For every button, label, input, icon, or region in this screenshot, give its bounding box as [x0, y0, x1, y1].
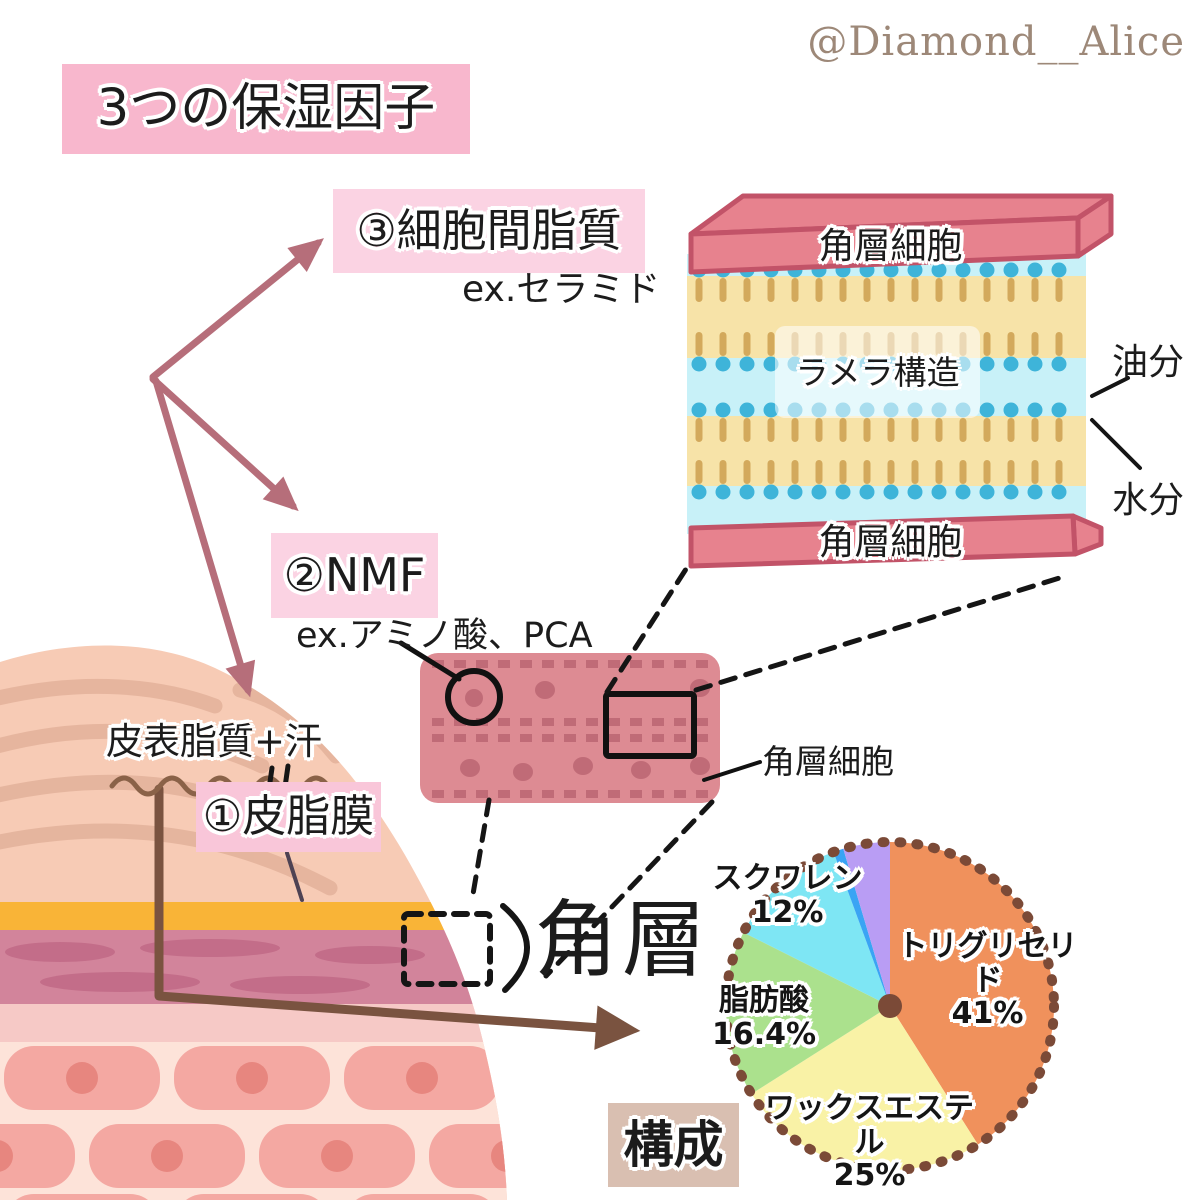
- pie-label-triglyceride-name: トリグリセリド: [897, 929, 1078, 998]
- lamellar-top-cell-label: 角層細胞: [818, 226, 963, 267]
- arrow-to-factor3: [149, 238, 324, 381]
- lamellar-bottom-cell-label: 角層細胞: [818, 522, 963, 563]
- arrow-to-factor2: [149, 375, 299, 512]
- lamellar-zoom-rect: [603, 691, 697, 759]
- corneocyte-label-line: [702, 760, 762, 782]
- lamellar-structure-label: ラメラ構造: [795, 353, 960, 392]
- pie-label-squalene: スクワレン 12%: [700, 862, 875, 929]
- stratum-dashed-rect: [401, 911, 493, 987]
- water-pointer-line: [1090, 418, 1142, 470]
- pie-border: [721, 837, 1059, 1175]
- factor2-example: ex.アミノ酸、PCA: [296, 616, 593, 656]
- factor3-example: ex.セラミド: [462, 269, 661, 310]
- water-label: 水分: [1112, 480, 1185, 521]
- arrow-to-factor1: [152, 377, 256, 698]
- oil-band-2: [687, 416, 1086, 486]
- pie-label-squalene-name: スクワレン: [712, 861, 863, 896]
- connector-rect-to-lamellar-right: [693, 573, 1069, 693]
- pie-label-squalene-value: 12%: [751, 894, 824, 930]
- pie-slice-5: [843, 842, 890, 1006]
- pie-label-fatty-acid-name: 脂肪酸: [719, 983, 809, 1018]
- pie-center-dot: [878, 994, 902, 1018]
- pie-label-triglyceride: トリグリセリド 41%: [885, 930, 1090, 1031]
- oil-label: 油分: [1112, 342, 1185, 383]
- flow-arrow-to-composition: [154, 784, 641, 1050]
- factor3-label: ③細胞間脂質: [333, 189, 645, 273]
- factor2-label: ②NMF: [271, 533, 438, 618]
- composition-pie-chart: [721, 837, 1059, 1175]
- oil-pointer-line: [1090, 376, 1130, 398]
- corneocyte-slab-top: [688, 193, 1114, 275]
- sebum-pointer-line: [285, 851, 304, 902]
- corneocyte-diagram: [398, 640, 762, 803]
- connector-rect-to-lamellar-left: [604, 563, 691, 695]
- granular-layer: [0, 1004, 505, 1042]
- pie-label-wax-ester: ワックスエステル 25%: [752, 1092, 987, 1193]
- stratum-corneum-marker: [401, 903, 530, 993]
- stratum-bracket: [500, 903, 530, 993]
- nmf-pointer-line: [398, 640, 462, 682]
- page-title: 3つの保湿因子: [62, 64, 470, 154]
- connector-skin-to-corneocyte-right: [543, 799, 715, 979]
- connector-skin-to-corneocyte-left: [469, 797, 492, 903]
- epidermis-cells: [0, 1046, 507, 1200]
- corneocyte-label: 角層細胞: [762, 742, 894, 781]
- skin-surface-lipid-label: 皮表脂質+汗: [106, 720, 323, 763]
- zoom-connectors: [469, 563, 1069, 979]
- stratum-corneum-label: 角層: [534, 891, 711, 989]
- lamellar-diagram: [687, 193, 1114, 569]
- corneum-blobs: [5, 939, 425, 994]
- pie-slice-4: [833, 848, 890, 1006]
- oil-water-pointers: [1090, 376, 1142, 470]
- factor1-label: ①皮脂膜: [196, 782, 381, 852]
- corneocyte-slab-bottom: [688, 513, 1104, 569]
- pie-slice-2: [726, 932, 890, 1094]
- pie-label-triglyceride-value: 41%: [951, 996, 1024, 1032]
- lamellar-label-plate: [775, 326, 980, 418]
- pie-slice-0: [890, 842, 1054, 1145]
- composition-heading: 構成: [608, 1103, 739, 1187]
- watermark: @Diamond__Alice: [807, 19, 1185, 65]
- factor-arrows: [149, 238, 324, 698]
- nmf-highlight-circle: [445, 668, 503, 726]
- pie-slice-1: [751, 1006, 978, 1170]
- pie-label-wax-ester-value: 25%: [833, 1158, 906, 1194]
- pie-label-wax-ester-name: ワックスエステル: [764, 1091, 975, 1160]
- pie-label-fatty-acid: 脂肪酸 16.4%: [680, 984, 848, 1051]
- pie-label-fatty-acid-value: 16.4%: [711, 1016, 817, 1052]
